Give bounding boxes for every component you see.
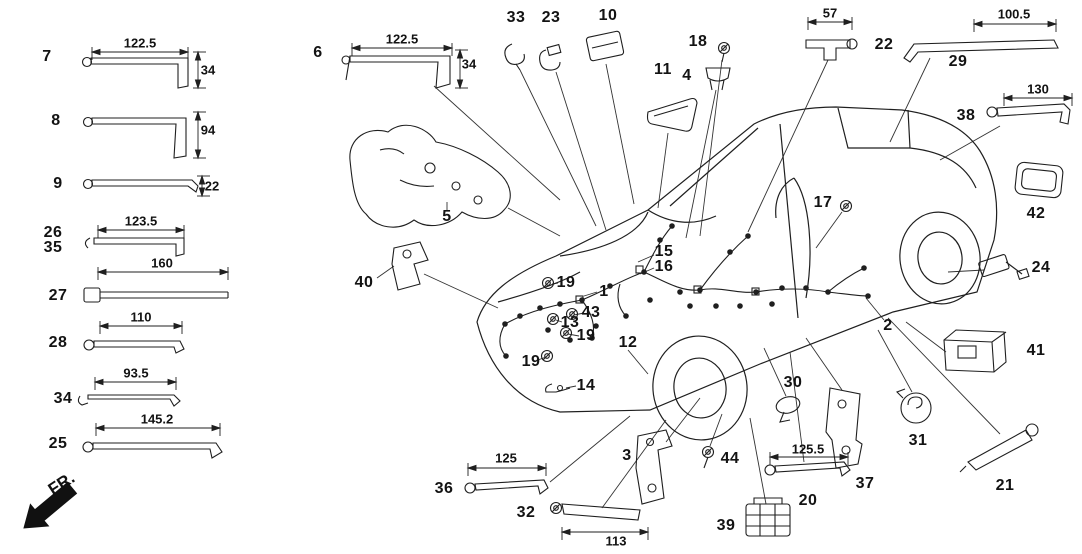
dimension-110 — [98, 321, 184, 334]
screw-13-icon — [546, 312, 560, 326]
part-26-35-drawing — [84, 237, 185, 257]
part-21-drawing — [959, 423, 1039, 473]
part-28-drawing — [83, 339, 185, 354]
part-11-drawing — [646, 97, 698, 132]
part-17-drawing — [839, 199, 853, 213]
part-40-drawing — [391, 241, 429, 291]
wire-harness — [499, 223, 871, 359]
part-37-drawing — [825, 387, 863, 469]
part-38-drawing — [986, 103, 1071, 125]
part-3-drawing — [635, 429, 673, 505]
rear-wheel-icon — [899, 211, 981, 305]
part-34-drawing — [77, 394, 181, 407]
part-42-drawing — [1014, 161, 1064, 199]
part-14-drawing — [545, 383, 571, 393]
part-36-drawing — [464, 479, 549, 495]
dimension-93.5 — [93, 377, 178, 390]
part-41-drawing — [943, 329, 1007, 373]
part-39-drawing — [745, 497, 791, 537]
part-32-drawing — [549, 501, 641, 521]
dimension-122.5 — [350, 43, 454, 56]
fr-arrow-icon — [23, 481, 78, 529]
part-29-drawing — [903, 39, 1059, 63]
part-33-drawing — [504, 43, 525, 71]
dimension-lines — [90, 17, 1074, 540]
dimension-122.5 — [90, 47, 190, 60]
part-30-drawing — [775, 396, 801, 423]
front-wheel-icon — [652, 335, 748, 441]
dimension-125.5 — [768, 452, 850, 465]
part-6-drawing — [341, 55, 451, 89]
part-27-drawing — [83, 287, 229, 303]
dimension-145.2 — [94, 423, 222, 436]
dimension-123.5 — [96, 225, 186, 238]
part-8-drawing — [82, 116, 187, 159]
dimension-94 — [193, 110, 206, 160]
screw-19b-icon — [559, 326, 573, 340]
car-body-outline — [476, 106, 998, 441]
part-18-drawing — [717, 41, 731, 63]
part-5-drawing — [349, 124, 511, 228]
leader-lines — [376, 57, 1001, 509]
screw-19c-icon — [540, 349, 554, 363]
dimension-22 — [197, 174, 210, 198]
part-24-drawing — [978, 254, 1030, 281]
harness-connector-dots — [502, 223, 871, 359]
dimension-160 — [96, 267, 230, 280]
part-31-drawing — [896, 388, 932, 424]
part-22-drawing — [805, 38, 858, 61]
part-23-drawing — [539, 43, 562, 71]
part-44-drawing — [701, 445, 715, 469]
part-10-drawing — [585, 30, 625, 62]
part-7-drawing — [81, 56, 189, 89]
fr-direction-indicator: FR. — [14, 466, 110, 550]
dimension-57 — [806, 17, 854, 30]
dimension-34 — [193, 50, 206, 90]
part-20-drawing — [764, 461, 851, 477]
part-9-drawing — [82, 178, 199, 193]
screw-19a-icon — [541, 276, 555, 290]
dimension-113 — [560, 527, 650, 540]
part-25-drawing — [82, 441, 223, 459]
screw-43-icon — [565, 307, 579, 321]
part-4-drawing — [705, 67, 731, 91]
dimension-130 — [1002, 93, 1074, 106]
dimension-100.5 — [972, 19, 1058, 32]
dimension-125 — [466, 463, 548, 476]
dimension-34 — [455, 48, 468, 90]
